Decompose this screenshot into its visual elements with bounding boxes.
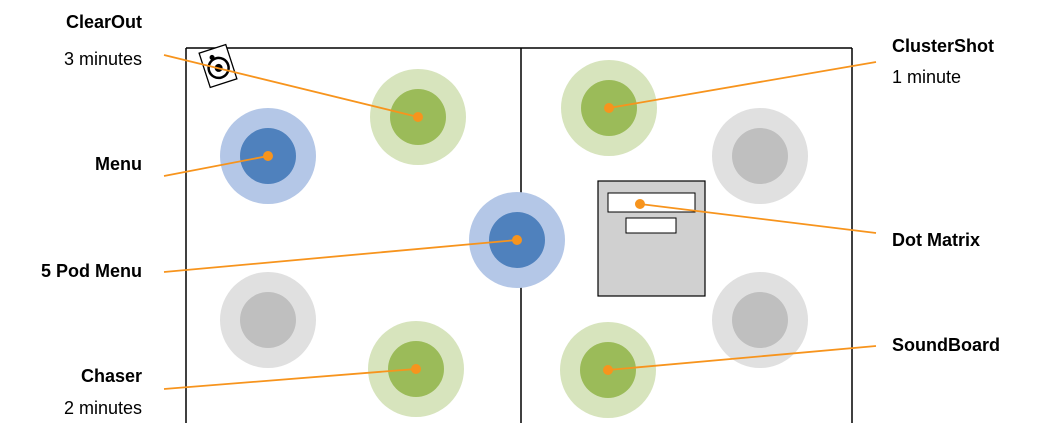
label-soundboard-title: SoundBoard xyxy=(892,335,1000,355)
dot-clearout xyxy=(413,112,423,122)
leader-dots xyxy=(263,103,645,375)
board-button xyxy=(625,217,677,234)
dot-clustershot xyxy=(604,103,614,113)
label-dot-matrix-title: Dot Matrix xyxy=(892,230,980,250)
label-clustershot-sub: 1 minute xyxy=(892,67,961,87)
dot-matrix-board xyxy=(597,180,706,297)
dot-dot-matrix xyxy=(635,199,645,209)
right-labels: ClusterShot 1 minute Dot Matrix SoundBoa… xyxy=(892,36,1000,355)
leader-5-pod-menu xyxy=(163,239,518,273)
label-chaser-sub: 2 minutes xyxy=(64,398,142,418)
leader-soundboard xyxy=(607,345,877,371)
pod-right-top-gray xyxy=(712,108,808,204)
dot-menu xyxy=(263,151,273,161)
wheelchair-accessibility-icon xyxy=(198,43,238,89)
label-menu-title: Menu xyxy=(95,154,142,174)
dot-soundboard xyxy=(603,365,613,375)
dot-chaser xyxy=(411,364,421,374)
leader-clearout xyxy=(163,54,419,118)
leader-dot-matrix xyxy=(639,203,877,234)
pod-right-bottom-gray xyxy=(712,272,808,368)
leader-clustershot xyxy=(608,61,877,109)
label-clearout-title: ClearOut xyxy=(66,12,142,32)
label-clustershot-title: ClusterShot xyxy=(892,36,994,56)
pods xyxy=(220,60,808,418)
pod-left-gray xyxy=(220,272,316,368)
dot-5-pod-menu xyxy=(512,235,522,245)
left-labels: ClearOut 3 minutes Menu 5 Pod Menu Chase… xyxy=(41,12,142,418)
label-5-pod-menu-title: 5 Pod Menu xyxy=(41,261,142,281)
label-chaser-title: Chaser xyxy=(81,366,142,386)
leader-menu xyxy=(163,155,269,177)
label-clearout-sub: 3 minutes xyxy=(64,49,142,69)
leader-lines xyxy=(163,54,877,390)
leader-chaser xyxy=(163,368,417,390)
